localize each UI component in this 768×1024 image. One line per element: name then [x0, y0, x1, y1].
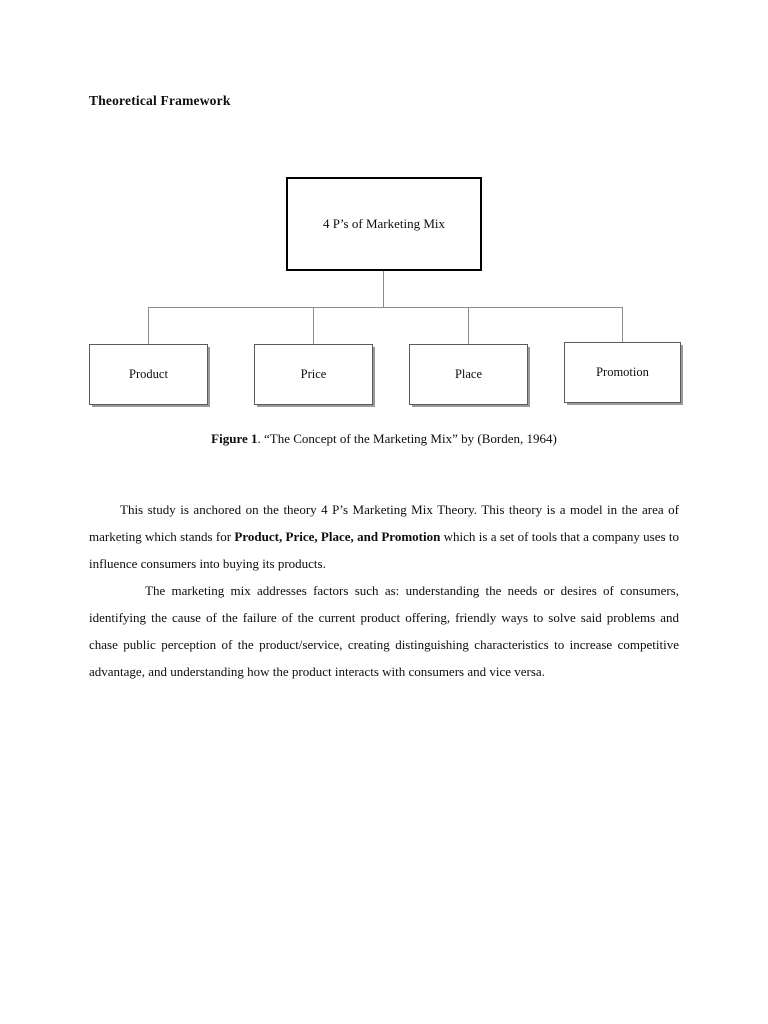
body-paragraph-2: The marketing mix addresses factors such… [89, 583, 679, 679]
connector-drop-promotion [622, 307, 623, 342]
diagram-node-price: Price [254, 344, 373, 405]
connector-drop-price [313, 307, 314, 344]
diagram-node-place: Place [409, 344, 528, 405]
paragraph-1-part-1: This study is anchored on the theory 4 P… [89, 502, 679, 544]
figure-caption-text: . “The Concept of the Marketing Mix” by … [257, 431, 557, 446]
figure-caption-label: Figure 1 [211, 431, 258, 446]
connector-horizontal-bus [148, 307, 623, 308]
marketing-mix-org-chart: 4 P’s of Marketing Mix Product Price Pla… [0, 0, 768, 420]
connector-drop-place [468, 307, 469, 344]
diagram-node-root: 4 P’s of Marketing Mix [286, 177, 482, 271]
diagram-node-product: Product [89, 344, 208, 405]
page-title: Theoretical Framework [89, 93, 231, 108]
connector-drop-product [148, 307, 149, 344]
paragraph-1-part-2: which is a set of tools that a company u… [89, 529, 679, 571]
diagram-node-promotion: Promotion [564, 342, 681, 403]
connector-root-stem [383, 271, 384, 308]
body-paragraph-1: This study is anchored on the theory 4 P… [89, 496, 679, 577]
paragraph-1-bold-terms: Product, Price, Place, and Promotion [234, 529, 441, 544]
figure-caption: Figure 1. “The Concept of the Marketing … [89, 431, 679, 447]
